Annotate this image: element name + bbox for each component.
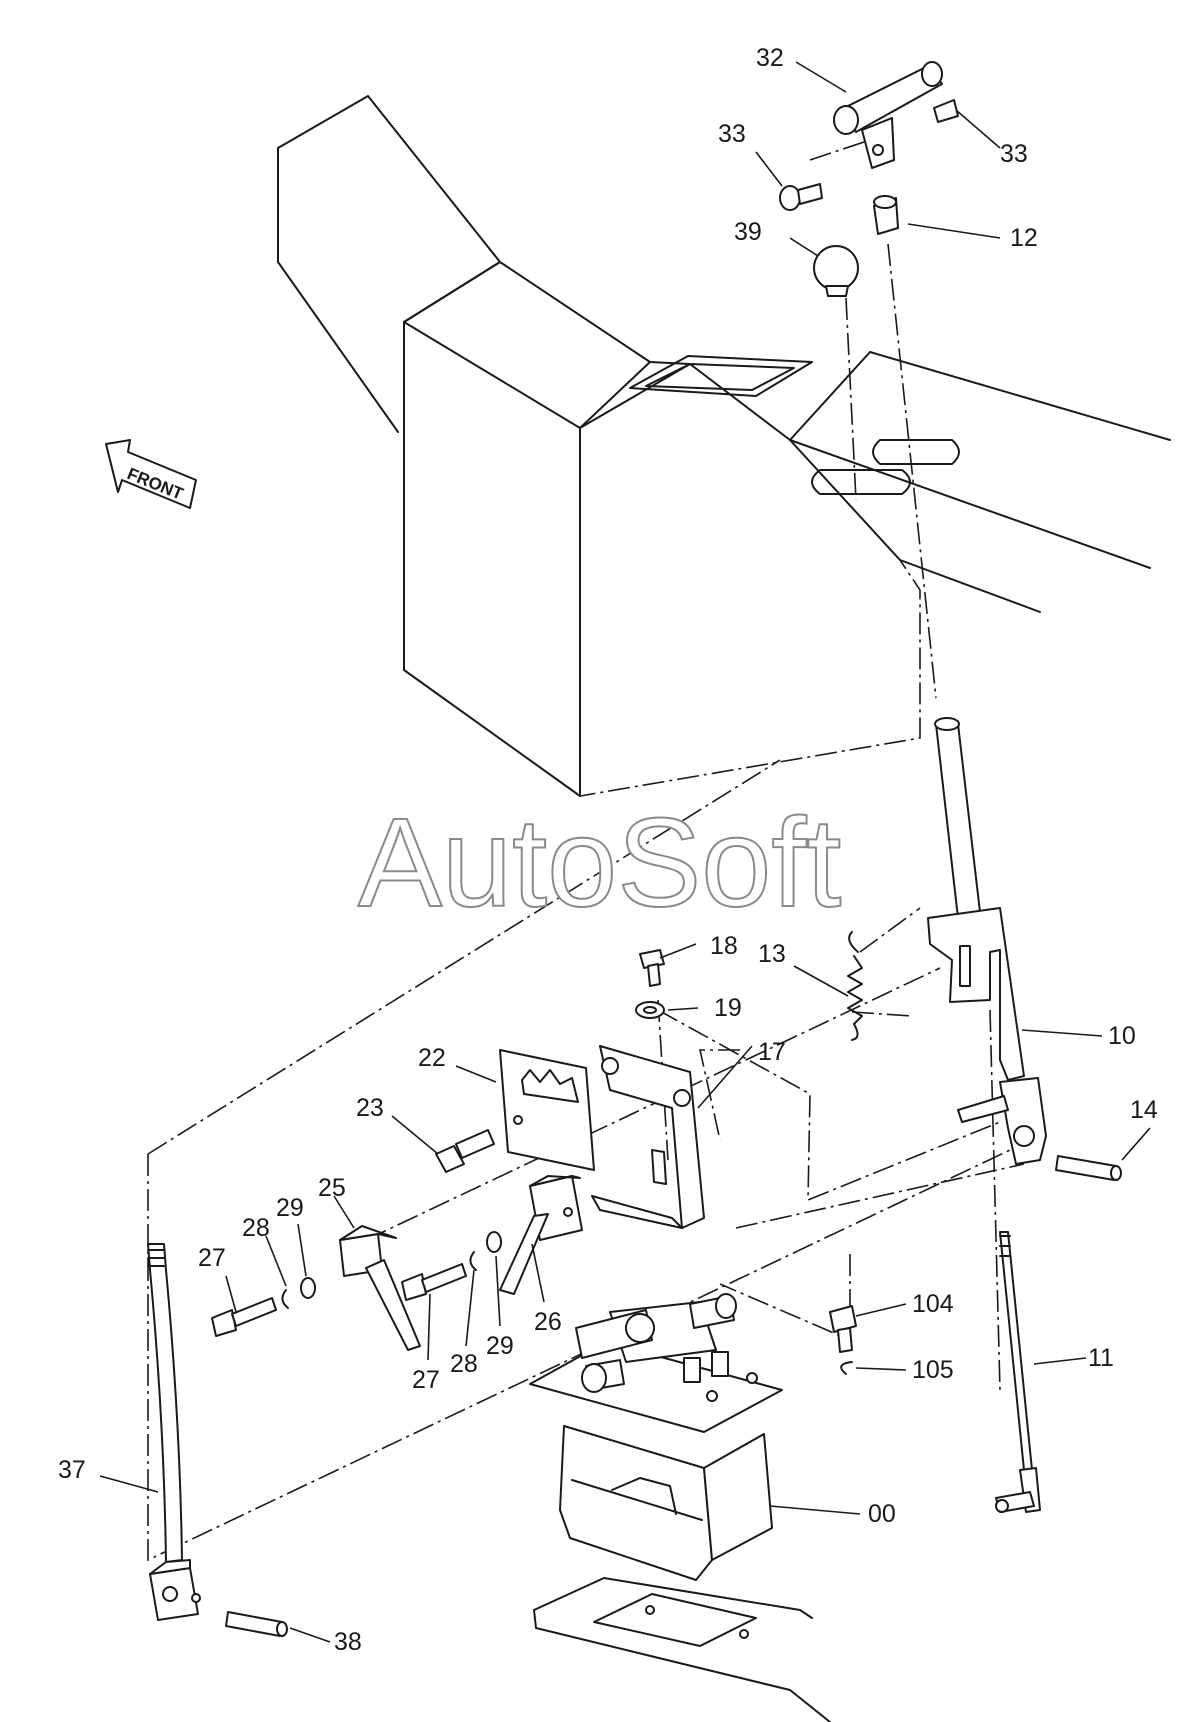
spring-13 [847,931,863,1041]
retaining-ring-28-right [469,1251,477,1271]
part-label-23: 23 [356,1094,384,1122]
part-label-22: 22 [418,1044,446,1072]
pin-38 [225,1611,288,1637]
gasket-plate [533,1577,831,1722]
switch-26 [499,1175,583,1295]
part-label-25: 25 [318,1174,346,1202]
part-label-18: 18 [710,932,738,960]
screw-33-left [779,183,823,211]
part-label-29-right: 29 [486,1332,514,1360]
lever-10 [927,717,1047,1165]
washer-19 [635,1001,665,1019]
screw-27-left [211,1297,277,1337]
knob-39 [813,245,859,297]
guide-lines [147,139,1025,1562]
console-housing [277,95,1171,797]
part-label-11: 11 [1088,1344,1114,1372]
plate-22 [499,1049,595,1171]
part-label-26: 26 [534,1308,562,1336]
part-label-39: 39 [734,218,762,246]
part-label-33-right: 33 [1000,140,1028,168]
part-label-104: 104 [912,1290,954,1318]
part-label-28-left: 28 [242,1214,270,1242]
part-label-12: 12 [1010,224,1038,252]
part-labels: 32 33 33 39 12 13 18 19 10 22 17 14 23 2… [58,44,1158,1656]
leader-lines [99,61,1151,1643]
front-label: FRONT [125,464,187,504]
ring-105 [840,1361,853,1375]
washer-29-left [300,1277,316,1299]
screw-27-right [401,1263,467,1301]
part-label-29-left: 29 [276,1194,304,1222]
rod-11 [995,1231,1041,1513]
valve-assembly-00 [529,1293,783,1581]
part-label-10: 10 [1108,1022,1136,1050]
part-label-105: 105 [912,1356,954,1384]
flex-rod-37 [147,1243,201,1621]
part-label-33-left: 33 [718,120,746,148]
bolt-104 [829,1305,857,1353]
sleeve-12 [873,195,899,235]
part-label-27-left: 27 [198,1244,226,1272]
part-label-00: 00 [868,1500,896,1528]
retaining-ring-28-left [281,1289,289,1309]
bolt-18 [639,949,665,987]
part-label-37: 37 [58,1456,86,1484]
front-direction-arrow: FRONT [105,439,197,509]
bolt-23 [435,1129,495,1173]
watermark-text: AutoSoft [358,792,841,933]
part-label-13: 13 [758,940,786,968]
part-label-38: 38 [334,1628,362,1656]
part-label-28-right: 28 [450,1350,478,1378]
pin-14 [1055,1155,1122,1181]
shift-handle [833,61,959,169]
part-label-14: 14 [1130,1096,1158,1124]
washer-29-right [486,1231,502,1253]
part-label-32: 32 [756,44,784,72]
switch-25 [339,1225,421,1351]
part-label-19: 19 [714,994,742,1022]
bracket-17 [591,1045,705,1229]
part-label-27-right: 27 [412,1366,440,1394]
part-label-17: 17 [758,1038,786,1066]
